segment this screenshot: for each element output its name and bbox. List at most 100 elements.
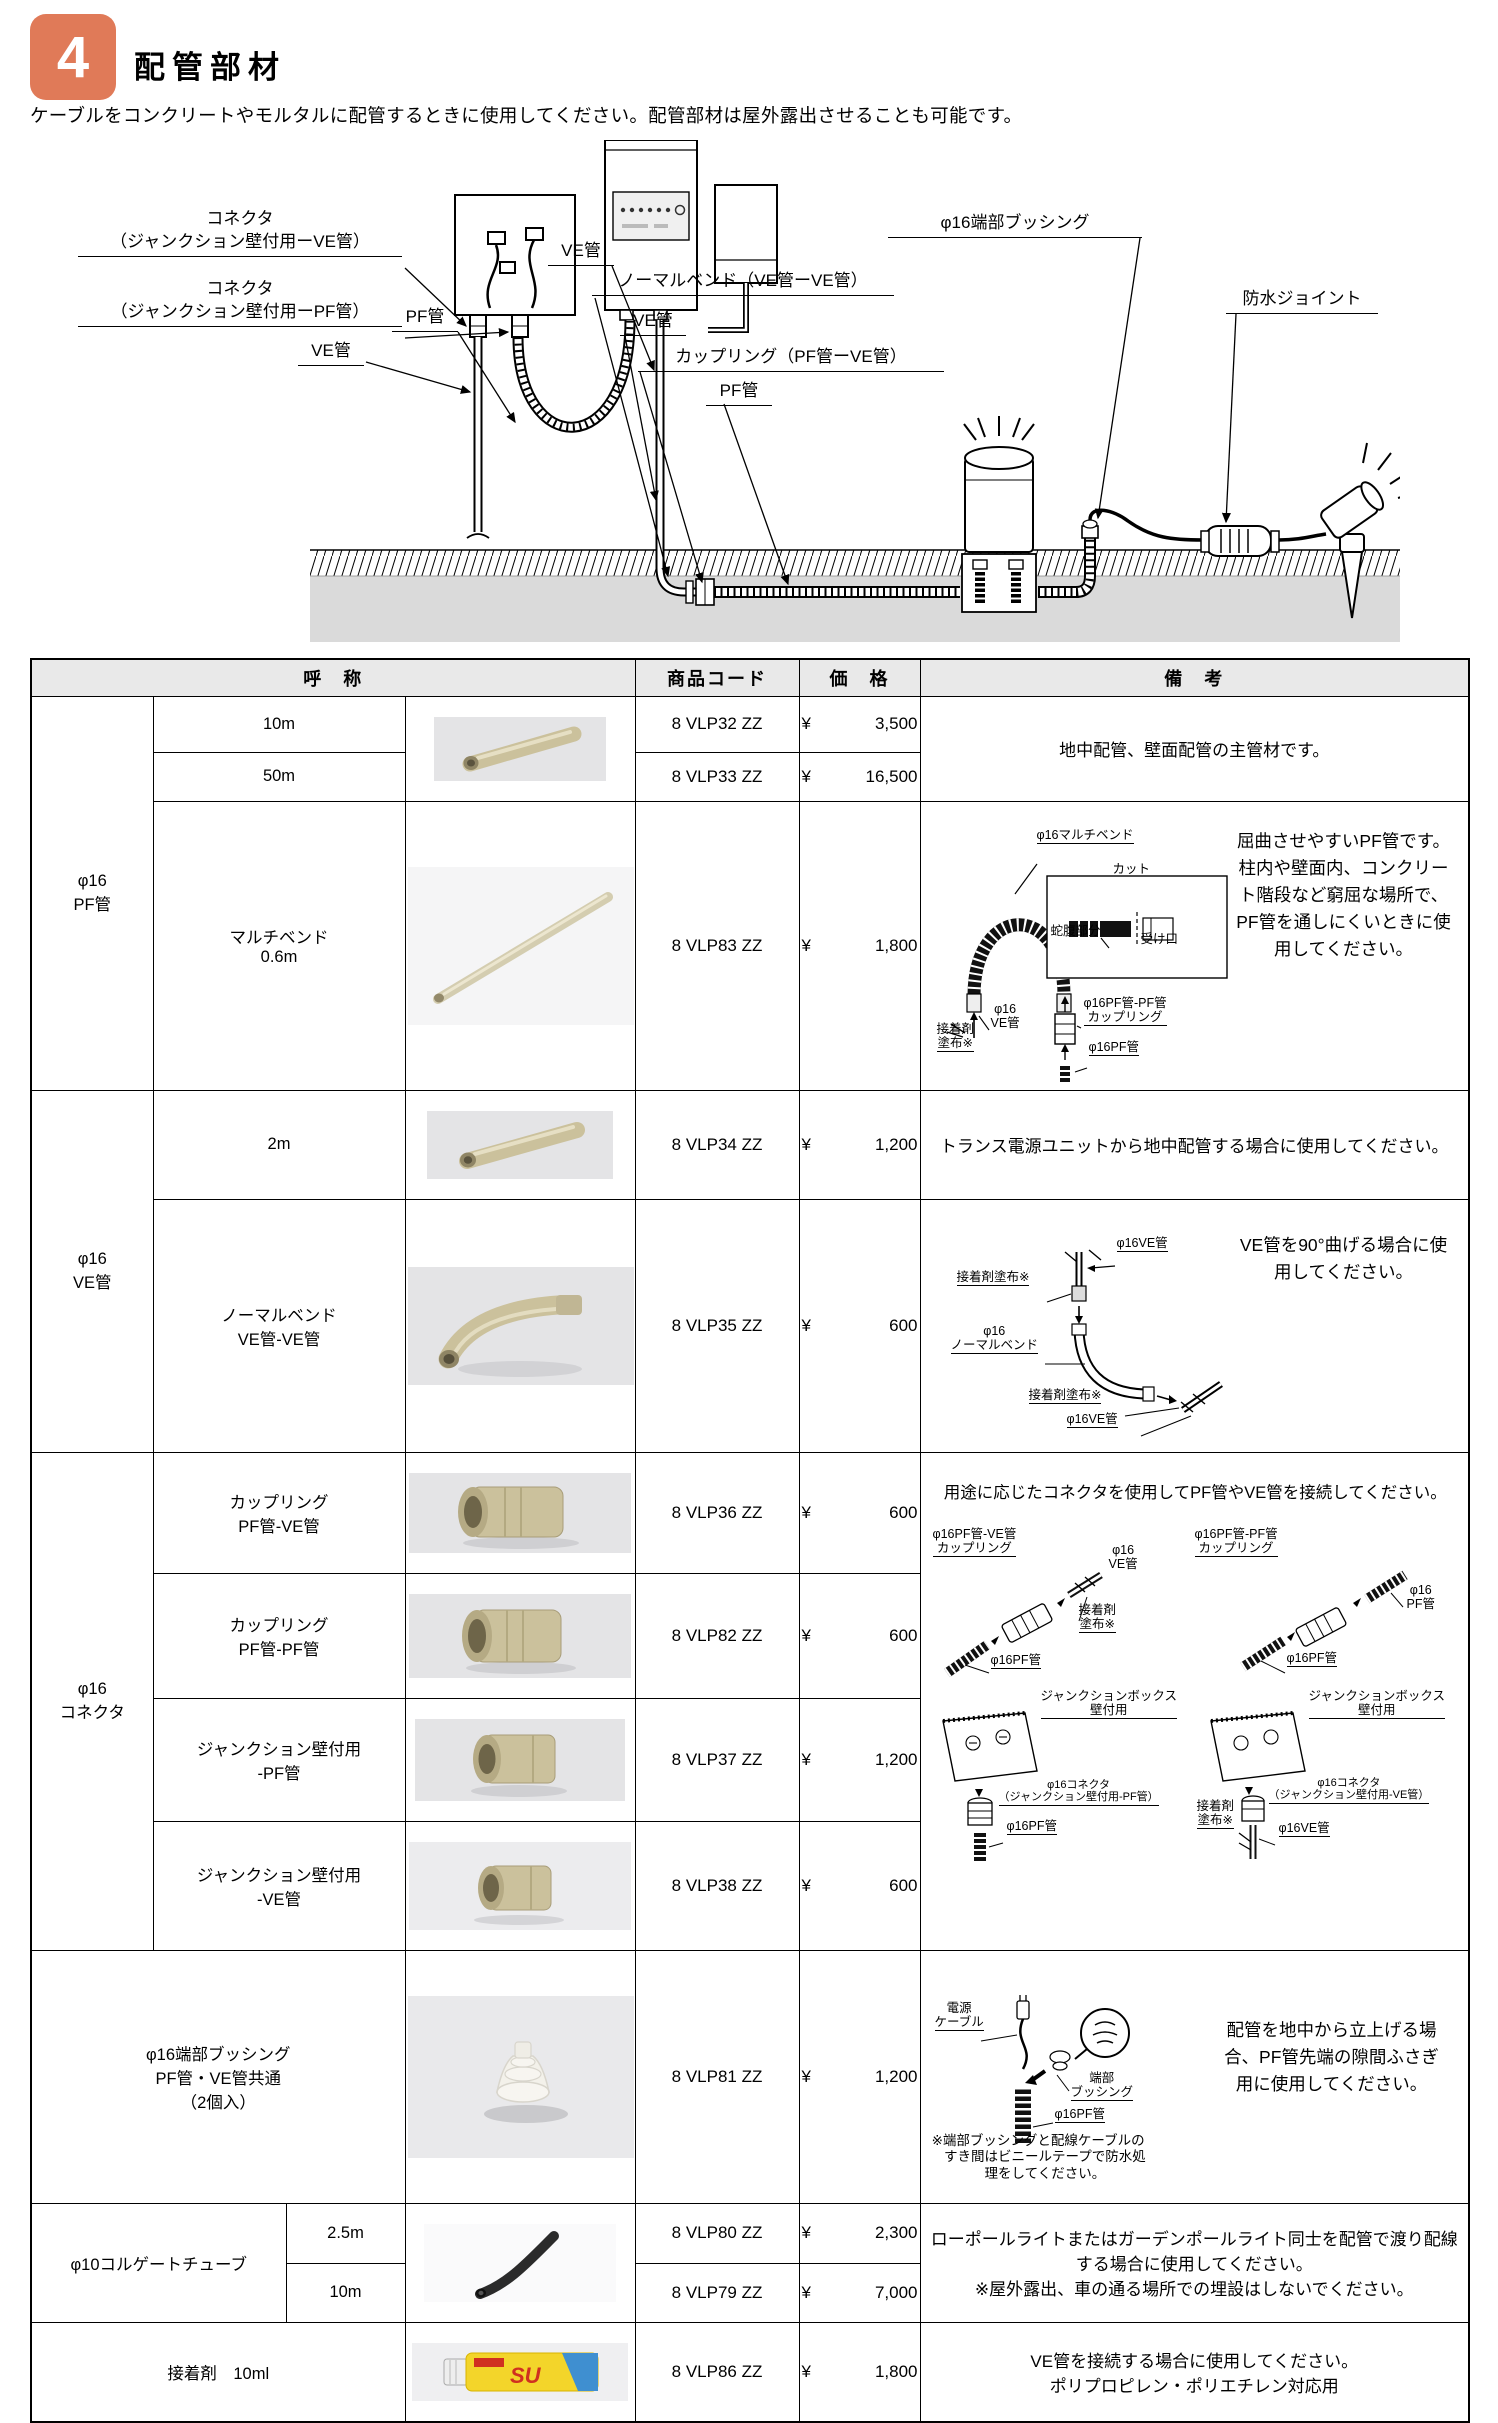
price-amount: 1,800 [874, 935, 918, 955]
note-label: φ16PF管 [1054, 2107, 1105, 2123]
connector-note-d2: φ16PF管-PF管 カップリング φ16 PF管 φ16PF管 [1191, 1525, 1453, 1683]
yen-symbol: ¥ [801, 1134, 811, 1154]
pf-u-loop [512, 319, 636, 433]
coupling-pf-ve-photo [409, 1472, 631, 1553]
connector-note-d3: ジャンクションボックス 壁付用 φ16コネクタ （ジャンクション壁付用-PF管）… [929, 1683, 1191, 1861]
product-code: 8 VLP82 ZZ [634, 1572, 800, 1699]
svg-text:SU: SU [510, 2363, 542, 2388]
remarks-text: 用途に応じたコネクタを使用してPF管やVE管を接続してください。 [943, 1483, 1447, 1502]
remarks-cell: トランス電源ユニットから地中配管する場合に使用してください。 [919, 1089, 1470, 1200]
waterproof-joint [1200, 525, 1327, 557]
product-price: ¥16,500 [798, 751, 921, 802]
product-name-cell: φ16端部ブッシング PF管・VE管共通 （2個入） [30, 1949, 406, 2204]
note-label: φ16VE管 [1066, 1412, 1118, 1428]
pf-pipe-photo [434, 716, 606, 781]
diagram-label-ve-mid2: VE管 [620, 310, 686, 336]
product-name-cell: 50m [152, 751, 406, 802]
page-title: 配管部材 [134, 50, 286, 85]
note-label: ジャンクションボックス 壁付用 [1308, 1689, 1446, 1720]
product-group-cell: φ16 VE管 [30, 1089, 154, 1453]
note-label: 接着剤塗布※ [956, 1270, 1030, 1286]
yen-symbol: ¥ [801, 714, 811, 734]
yen-symbol: ¥ [801, 1502, 811, 1522]
note-label: φ16PF管 [1286, 1651, 1337, 1667]
price-amount: 600 [889, 1315, 918, 1335]
connector-note-d4: ジャンクションボックス 壁付用 φ16コネクタ （ジャンクション壁付用-VE管）… [1191, 1683, 1453, 1859]
product-price: ¥600 [798, 1451, 921, 1574]
adhesive-tube-photo: SU [412, 2342, 628, 2401]
product-name-cell: 2m [152, 1089, 406, 1200]
note-label: φ16 VE管 [1108, 1542, 1138, 1571]
note-label: 接着剤 塗布※ [1196, 1799, 1235, 1830]
product-price: ¥2,300 [798, 2202, 921, 2265]
ve-pipe-photo [427, 1110, 613, 1179]
product-name-cell: 2.5m [285, 2202, 406, 2265]
table-row: 接着剤 10ml SU 8 VLP86 ZZ ¥1,800 VE管を接続する場合… [30, 2321, 1470, 2422]
yen-symbol: ¥ [801, 2066, 811, 2086]
yen-symbol: ¥ [801, 1875, 811, 1895]
product-code: 8 VLP38 ZZ [634, 1820, 800, 1951]
diagram-label-ve-mid: VE管 [548, 240, 614, 266]
price-amount: 600 [889, 1502, 918, 1522]
remarks-cell: 用途に応じたコネクタを使用してPF管やVE管を接続してください。 [919, 1451, 1470, 1951]
diagram-label-bushing: φ16端部ブッシング [888, 212, 1142, 238]
product-name-cell: カップリング PF管-PF管 [152, 1572, 406, 1699]
header-note: 備 考 [919, 658, 1470, 697]
outlet-box [708, 184, 778, 333]
price-amount: 600 [889, 1875, 918, 1895]
diagram-label-normal-bend: ノーマルベンド（VE管ーVE管） [592, 270, 894, 296]
product-price: ¥600 [798, 1572, 921, 1699]
header-code: 商品コード [634, 658, 800, 697]
product-code: 8 VLP80 ZZ [634, 2202, 800, 2265]
product-group-cell: φ16 PF管 [30, 695, 154, 1091]
product-name-cell: マルチベンド 0.6m [152, 800, 406, 1091]
product-name-cell: ノーマルベンド VE管-VE管 [152, 1198, 406, 1453]
note-label: φ16VE管 [1278, 1821, 1330, 1837]
product-price: ¥1,800 [798, 2321, 921, 2422]
product-photo-cell [404, 695, 636, 802]
price-amount: 2,300 [874, 2223, 918, 2243]
table-header-row: 呼 称 商品コード 価 格 備 考 [30, 658, 1470, 697]
price-amount: 3,500 [874, 714, 918, 734]
note-label: φ16PF管 [990, 1653, 1041, 1669]
product-photo-cell [404, 2202, 636, 2323]
product-code: 8 VLP35 ZZ [634, 1198, 800, 1453]
coupling-pf-pf-photo [409, 1593, 631, 1678]
note-label: φ16 VE管 [990, 1001, 1020, 1030]
product-group-cell: φ16 コネクタ [30, 1451, 154, 1951]
corrugated-tube-photo [424, 2223, 616, 2302]
diagram-label-pf-mid: PF管 [706, 380, 772, 406]
product-photo-cell [404, 1089, 636, 1200]
diagram-label-connector-pf: コネクタ （ジャンクション壁付用ーPF管） [78, 278, 402, 327]
remarks-cell: φ16マルチベンド カット 蛇腹部分 受け口 φ16 VE管 φ16PF管-PF… [919, 800, 1470, 1091]
bend-note-diagram: φ16VE管 接着剤塗布※ φ16 ノーマルベンド 接着剤塗布※ φ16VE管 [929, 1224, 1235, 1437]
product-code: 8 VLP33 ZZ [634, 751, 800, 802]
diagram-label-pf-left: PF管 [392, 306, 458, 332]
remarks-text: 配管を地中から立上げる場合、PF管先端の隙間ふさぎ用に使用してください。 [1224, 2019, 1439, 2094]
remarks-text: 屈曲させやすいPF管です。柱内や壁面内、コンクリート階段など窮屈な場所で、PF管… [1236, 830, 1451, 960]
price-amount: 1,800 [874, 2361, 918, 2381]
connector-note-d1: φ16PF管-VE管 カップリング φ16 VE管 接着剤 塗布※ φ16PF管 [929, 1525, 1191, 1683]
remarks-cell: 電源 ケーブル 端部 ブッシング φ16PF管 ※端部ブッシングと配線ケーブルの… [919, 1949, 1470, 2204]
product-price: ¥1,200 [798, 1949, 921, 2204]
section-number-badge: 4 [30, 14, 116, 100]
product-price: ¥1,200 [798, 1089, 921, 1200]
diagram-label-ve-left: VE管 [298, 340, 364, 366]
table-row: φ16 VE管 2m 8 VLP34 ZZ ¥1,200 トランス電源ユニットか… [30, 1089, 1470, 1453]
product-code: 8 VLP86 ZZ [634, 2321, 800, 2422]
table-row: 50m 8 VLP33 ZZ ¥16,500 [31, 751, 1469, 802]
page-description: ケーブルをコンクリートやモルタルに配管するときに使用してください。配管部材は屋外… [30, 105, 1023, 126]
product-name-cell: 接着剤 10ml [30, 2321, 406, 2422]
product-name-cell: 10m [152, 695, 406, 753]
remarks-text: VE管を90°曲げる場合に使用してください。 [1239, 1234, 1448, 1282]
product-photo-cell [404, 1949, 636, 2204]
yen-symbol: ¥ [801, 1315, 811, 1335]
yen-symbol: ¥ [801, 935, 811, 955]
note-label: φ16PF管-PF管 カップリング [1194, 1527, 1278, 1558]
buried-pipe-run [655, 320, 1096, 606]
diagram-label-joint: 防水ジョイント [1226, 288, 1378, 314]
note-label: φ16VE管 [1116, 1236, 1168, 1252]
bollard-light [961, 416, 1037, 613]
diagram-label-coupling: カップリング（PF管ーVE管） [638, 346, 944, 372]
yen-symbol: ¥ [801, 1625, 811, 1645]
